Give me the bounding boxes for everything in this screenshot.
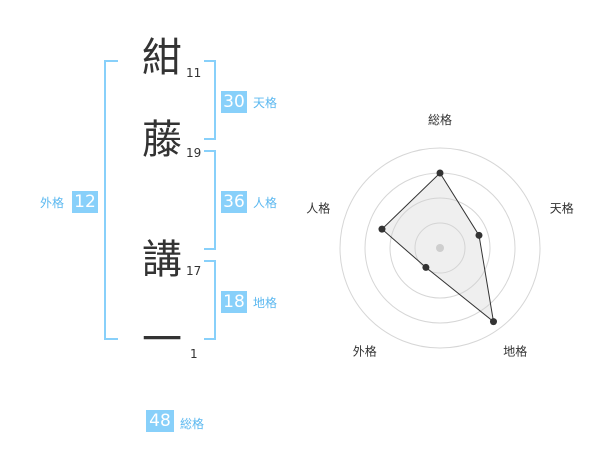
name-char-3: 講 (142, 237, 182, 283)
radar-point-5 (378, 225, 386, 233)
name-char-1: 紺 (142, 35, 182, 81)
tenkaku-label: 天格 (253, 96, 278, 110)
radar-axis-label-3: 地格 (503, 344, 527, 359)
jinkaku-label: 人格 (253, 196, 278, 210)
gaikaku-label: 外格 (40, 196, 65, 210)
soukaku-value: 48 (146, 410, 174, 432)
tenkaku-bracket (204, 60, 216, 140)
radar-axis-label-2: 天格 (550, 200, 574, 215)
radar-grid-ring (414, 222, 466, 274)
chikaku-label: 地格 (253, 296, 278, 310)
radar-axis-label-1: 総格 (428, 112, 452, 127)
radar-point-1 (436, 169, 444, 177)
gaikaku-bracket (104, 60, 118, 340)
radar-series-area (381, 172, 495, 323)
name-char-4: 一 (142, 317, 182, 363)
radar-axis-label-4: 外格 (353, 344, 377, 359)
radar-axis-label-5: 人格 (306, 200, 330, 215)
soukaku-label: 総格 (180, 417, 205, 431)
stroke-count-1: 11 (186, 66, 202, 80)
jinkaku-bracket (204, 150, 216, 250)
stroke-count-3: 17 (186, 264, 202, 278)
radar-grid-ring (339, 147, 541, 349)
radar-point-4 (422, 263, 430, 271)
radar-center-dot (436, 244, 444, 252)
stroke-count-4: 1 (190, 347, 198, 361)
stroke-count-2: 19 (186, 146, 202, 160)
chikaku-value: 18 (221, 291, 247, 313)
jinkaku-value: 36 (221, 191, 247, 213)
chikaku-bracket (204, 260, 216, 340)
tenkaku-value: 30 (221, 91, 247, 113)
radar-point-2 (475, 231, 483, 239)
radar-grid-ring (389, 197, 491, 299)
gaikaku-value: 12 (72, 191, 98, 213)
name-char-2: 藤 (142, 117, 182, 163)
radar-point-3 (489, 318, 497, 326)
